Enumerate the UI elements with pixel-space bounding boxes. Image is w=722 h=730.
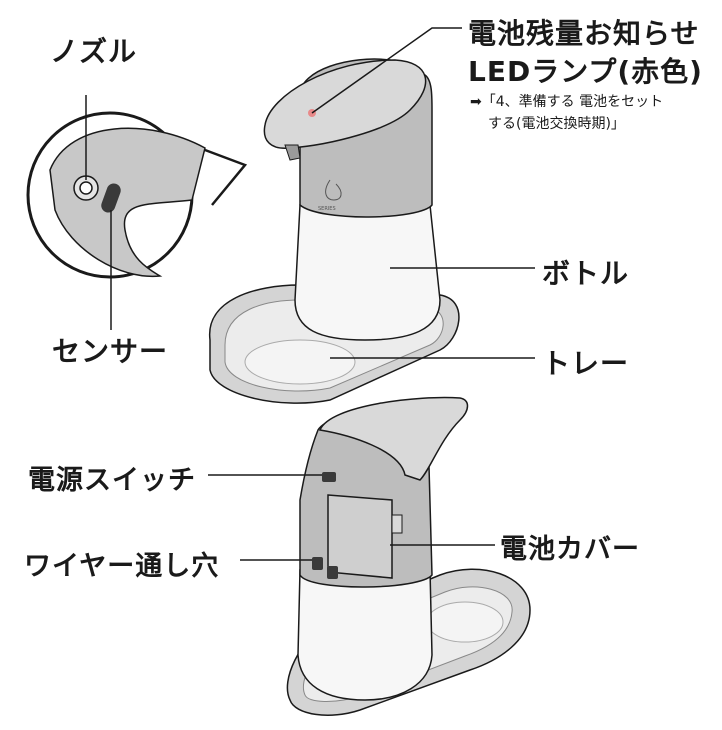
led-label-line1: 電池残量お知らせ (468, 17, 700, 50)
tray-label: トレー (542, 347, 630, 380)
nozzle-closeup (49, 127, 206, 278)
dispenser-front: SERIES (209, 58, 460, 404)
power-switch-label: 電源スイッチ (28, 465, 196, 496)
wire-hole-label: ワイヤー通し穴 (24, 551, 220, 582)
reference-note-line1: ➡「4、準備する 電池をセット (470, 94, 664, 110)
reference-note-line2: する(電池交換時期)」 (488, 116, 625, 132)
battery-cover-panel (327, 494, 393, 579)
wire-hole-2 (327, 566, 338, 579)
zoom-pointer (204, 148, 248, 206)
logo-text: SERIES (318, 206, 336, 212)
bottle-body-back (297, 569, 433, 701)
led-label-line2: LEDランプ(赤色) (468, 55, 703, 88)
bottle-label: ボトル (542, 257, 630, 290)
wire-hole-1 (312, 557, 323, 570)
nozzle-label: ノズル (50, 35, 138, 68)
leader-lines (208, 27, 535, 561)
bottle-body (294, 204, 441, 341)
dispenser-lid-back (318, 396, 469, 481)
sensor-window (101, 183, 121, 213)
zoom-detail (26, 95, 248, 330)
battery-cover-label: 電池カバー (500, 534, 640, 565)
power-switch-knob (322, 472, 336, 482)
dispenser-back (286, 396, 531, 716)
sensor-label: センサー (52, 335, 169, 368)
nozzle-hole (79, 181, 93, 195)
nozzle-tip (284, 144, 301, 161)
battery-cover-latch (391, 514, 403, 534)
